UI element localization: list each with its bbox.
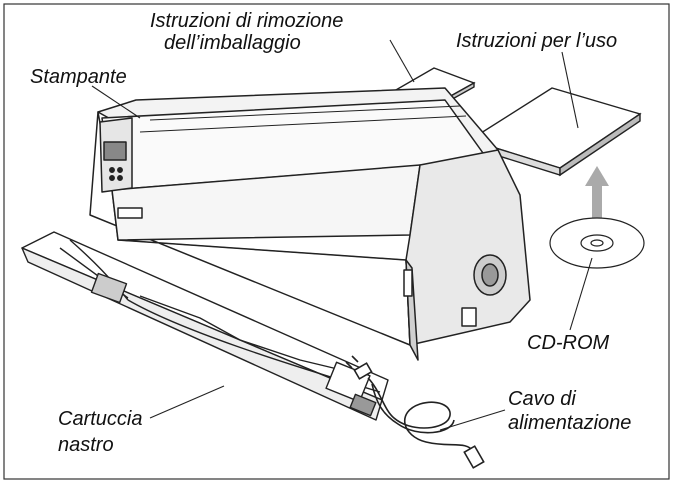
power-cable bbox=[345, 355, 485, 469]
label-removal-instructions-line2: dell’imballaggio bbox=[164, 32, 301, 54]
leader-power-cable bbox=[439, 409, 506, 431]
leader-ribbon bbox=[149, 385, 225, 419]
ribbon-cartridge bbox=[21, 231, 389, 421]
leader-removal-instructions bbox=[389, 39, 415, 83]
arrow-up-icon bbox=[585, 166, 609, 220]
diagram-border bbox=[3, 3, 670, 480]
label-removal-instructions-line1: Istruzioni di rimozione bbox=[150, 10, 344, 32]
label-cd-rom: CD-ROM bbox=[527, 332, 610, 354]
label-ribbon-line1: Cartuccia bbox=[58, 408, 143, 430]
leader-printer bbox=[91, 85, 141, 119]
label-printer: Stampante bbox=[30, 66, 127, 88]
printer-illustration bbox=[89, 87, 531, 361]
user-manual-book bbox=[468, 87, 642, 177]
leader-cd-rom bbox=[569, 257, 593, 331]
label-power-cable-line1: Cavo di bbox=[508, 388, 576, 410]
label-user-manual: Istruzioni per l’uso bbox=[456, 30, 618, 52]
label-ribbon-line2: nastro bbox=[58, 434, 114, 456]
label-power-cable-line2: alimentazione bbox=[508, 412, 632, 434]
cd-rom-disc bbox=[549, 217, 645, 269]
leader-user-manual bbox=[561, 51, 579, 129]
